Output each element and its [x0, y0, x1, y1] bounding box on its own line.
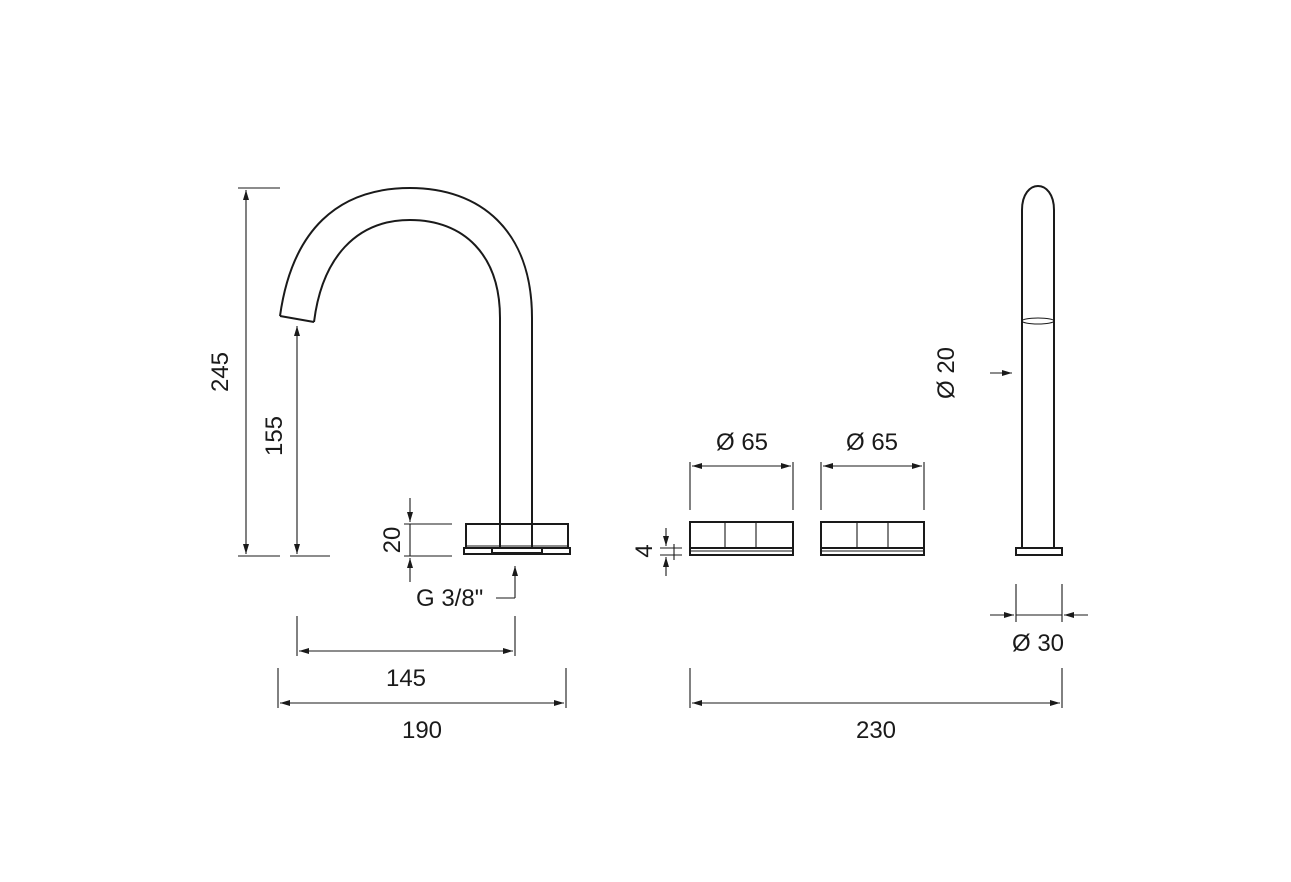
dimension-thread: G 3/8"	[416, 566, 518, 612]
dimension-handle-group-width: 230	[689, 668, 1063, 744]
label-145: 145	[386, 665, 426, 692]
dimension-base-height: 20	[379, 498, 452, 582]
hand-shower	[1015, 185, 1063, 556]
dimension-total-height: 245	[207, 187, 280, 557]
label-20: 20	[379, 527, 406, 554]
dimension-spout-total-width: 190	[277, 668, 567, 744]
dimension-spout-height: 155	[261, 326, 330, 557]
label-230: 230	[856, 717, 896, 744]
label-handle-right-diameter: Ø 65	[846, 429, 898, 456]
label-handle-left-diameter: Ø 65	[716, 429, 768, 456]
label-245: 245	[207, 352, 234, 392]
dimension-handle-height: 4	[631, 528, 682, 576]
dimension-shower-diameter: Ø 20	[933, 347, 1012, 399]
dimension-spout-reach: 145	[296, 616, 516, 692]
dimension-shower-base-diameter: Ø 30	[990, 584, 1088, 657]
label-shower-diameter: Ø 20	[933, 347, 960, 399]
dimension-handle-right-diameter: Ø 65	[820, 429, 925, 510]
label-190: 190	[402, 717, 442, 744]
label-155: 155	[261, 416, 288, 456]
handle-left	[689, 521, 794, 556]
label-thread: G 3/8"	[416, 585, 483, 612]
dimension-handle-left-diameter: Ø 65	[689, 429, 794, 510]
spout-outline	[279, 186, 571, 555]
handle-right	[820, 521, 925, 556]
label-shower-base-diameter: Ø 30	[1012, 630, 1064, 657]
label-4: 4	[631, 544, 658, 557]
